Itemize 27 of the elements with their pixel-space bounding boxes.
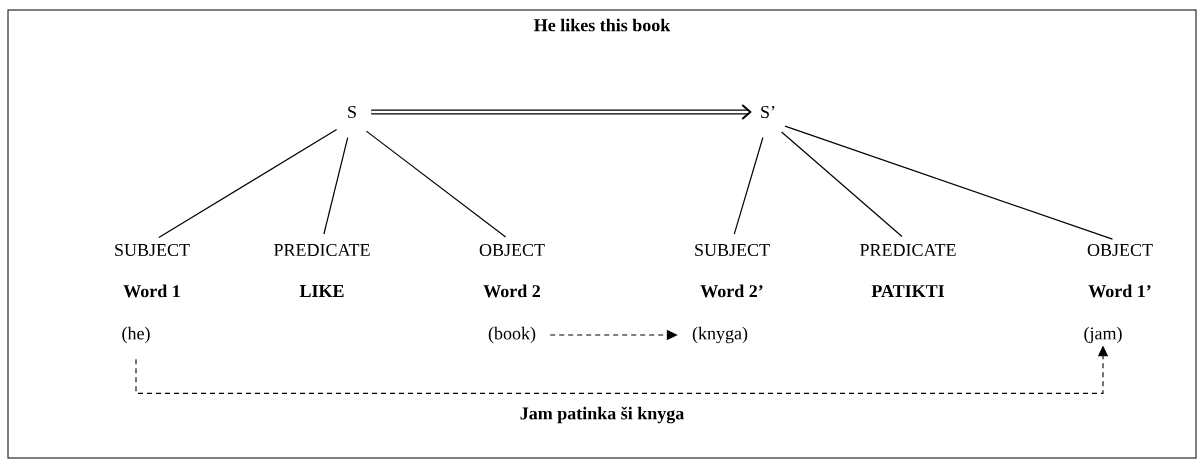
- tree-branch: [781, 131, 903, 238]
- role-label: PREDICATE: [274, 243, 370, 257]
- word-label: Word 2: [483, 284, 540, 298]
- role-label: PREDICATE: [860, 243, 956, 257]
- tree-branch: [733, 136, 764, 235]
- word-label: Word 2’: [700, 284, 763, 298]
- word-label: LIKE: [299, 285, 344, 297]
- word-label: Word 1’: [1088, 284, 1151, 298]
- transformation-arrow: [371, 104, 752, 120]
- word-label: (he): [122, 326, 150, 344]
- tree-branch: [158, 129, 338, 239]
- role-label: OBJECT: [1087, 243, 1153, 257]
- role-label: SUBJECT: [695, 243, 770, 257]
- word-label: PATIKTI: [871, 285, 945, 297]
- caption: Jam patinka ši knyga: [520, 406, 684, 424]
- word-label: (jam): [1084, 326, 1122, 344]
- tree-branch: [784, 125, 1114, 240]
- role-label: SUBJECT: [115, 243, 190, 257]
- word-label: (knyga): [692, 326, 748, 344]
- node-label: S’: [761, 105, 775, 119]
- tree-branch: [365, 130, 507, 238]
- word-label: (book): [488, 326, 536, 344]
- role-label: OBJECT: [479, 243, 545, 257]
- node-label: S: [348, 105, 356, 119]
- title: He likes this book: [534, 18, 671, 32]
- tree-branch: [323, 137, 349, 235]
- word-label: Word 1: [123, 284, 180, 298]
